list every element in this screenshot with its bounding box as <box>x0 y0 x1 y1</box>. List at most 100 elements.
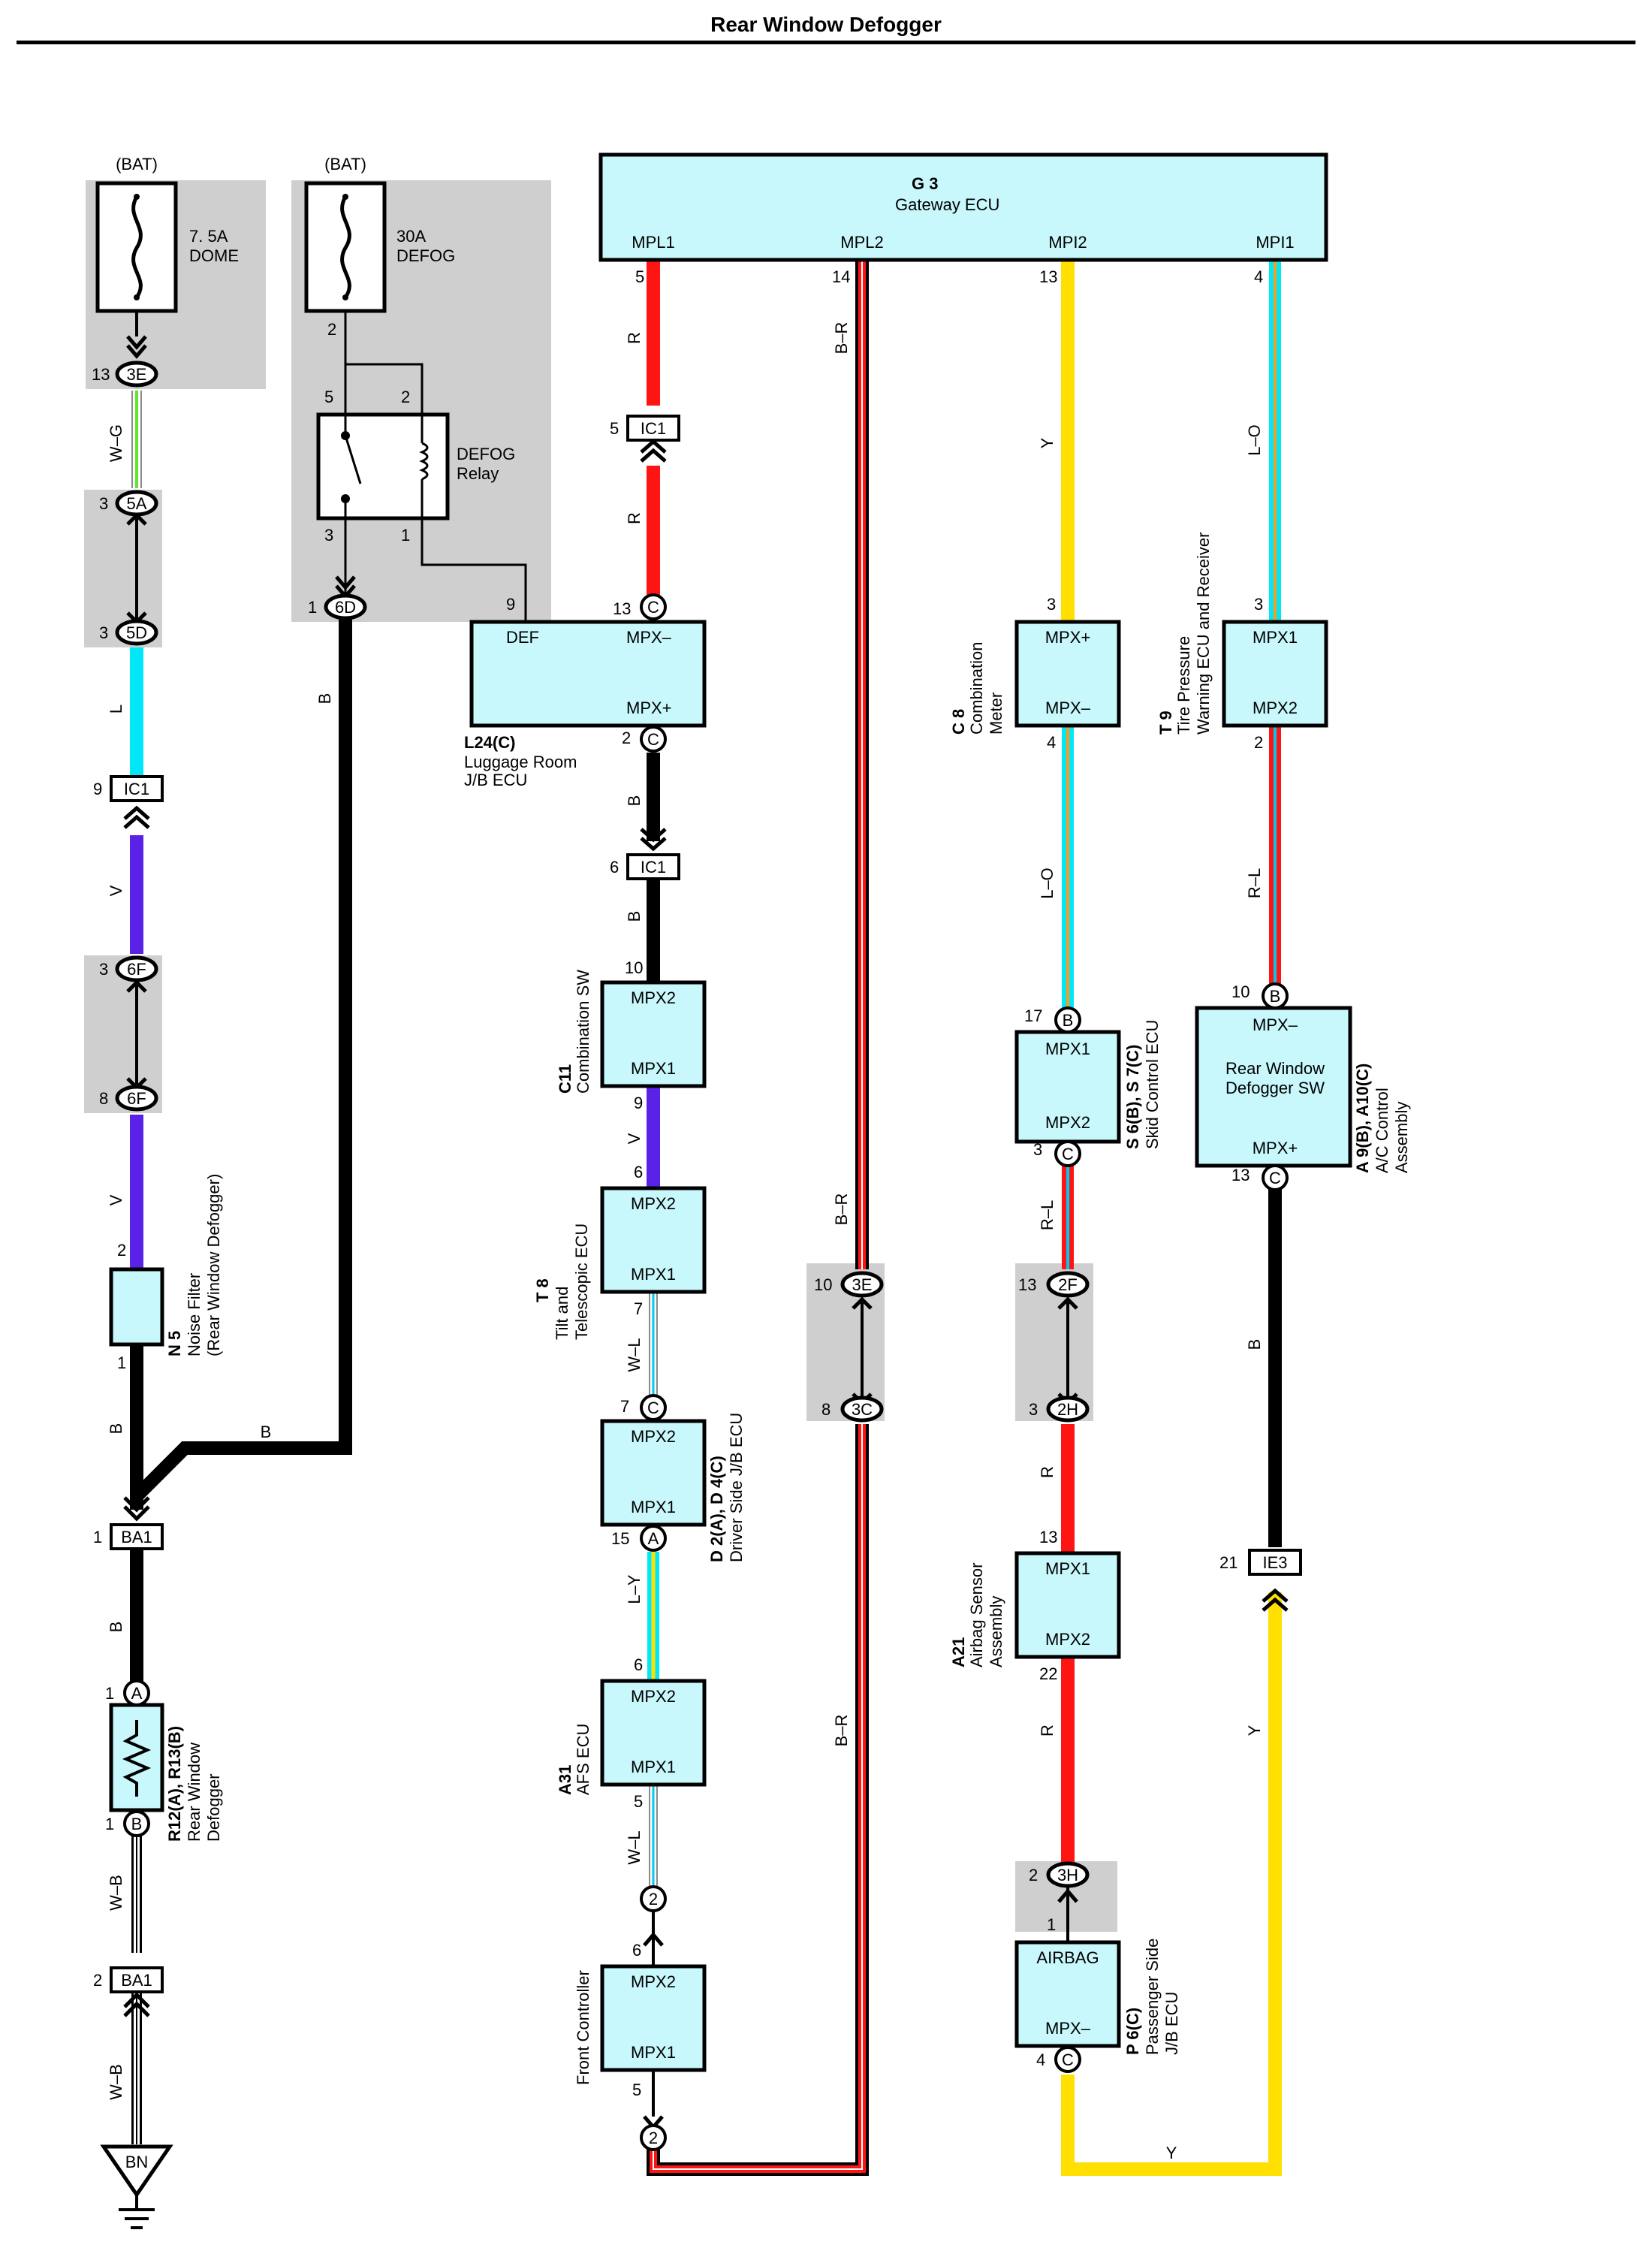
gateway-pin-mpl1: MPL1 <box>632 233 674 252</box>
gateway-pin-mpl2: MPL2 <box>840 233 883 252</box>
connector-c3c: 3C <box>840 1396 884 1423</box>
afs-mpx1: MPX1 <box>631 1758 676 1776</box>
connector-label-cB_skid: B <box>1063 1011 1074 1030</box>
connector-arrows <box>123 335 1289 2130</box>
bat-label-2: (BAT) <box>324 155 366 174</box>
pin-number-p8_3c: 8 <box>821 1400 831 1419</box>
wire-label-wg: W–G <box>107 424 125 462</box>
fuse2-name: DEFOG <box>396 246 455 265</box>
airbag-name2: Assembly <box>987 1596 1005 1667</box>
skid-name: Skid Control ECU <box>1143 1020 1162 1149</box>
connector-ic1_lug: IC1 <box>626 853 680 880</box>
noise-pin-top: 2 <box>117 1241 126 1260</box>
driverjb-id: D 2(A), D 4(C) <box>707 1456 726 1562</box>
connector-cB_rw: B <box>1262 982 1289 1009</box>
luggage-id: L24(C) <box>464 733 515 752</box>
wire-label-v2: V <box>107 1194 125 1205</box>
tire-pressure-warning-ecu <box>1222 620 1328 728</box>
connector-label-c2_a: 2 <box>649 1890 658 1909</box>
pin-number-p3_2h: 3 <box>1029 1400 1038 1419</box>
connector-label-c3e_mid: 3E <box>852 1275 873 1294</box>
luggage-mpxm: MPX– <box>626 628 672 647</box>
relay-pin5: 5 <box>324 388 333 406</box>
connector-label-ic1_mid: IC1 <box>641 419 666 438</box>
luggage-mpxp: MPX+ <box>626 699 672 717</box>
relay-pin1: 1 <box>401 526 410 545</box>
skid-pin-top: 17 <box>1024 1006 1042 1025</box>
wire-label-y_rw: Y <box>1245 1724 1264 1736</box>
wire-label-br3: B–R <box>832 1715 851 1747</box>
connector-c2_b: 2 <box>640 2124 667 2151</box>
skid-id: S 6(B), S 7(C) <box>1123 1045 1142 1149</box>
connector-cC_pass: C <box>1054 2046 1081 2073</box>
combsw-id: C11 <box>556 1064 574 1094</box>
connector-cA_def: A <box>123 1679 150 1706</box>
wire-label-wl_tilt: W–L <box>625 1338 644 1371</box>
tpws-id: T 9 <box>1156 711 1175 735</box>
gateway-name: Gateway ECU <box>895 195 999 214</box>
connector-cA_drv: A <box>640 1525 667 1552</box>
wire-label-ly: L–Y <box>625 1574 644 1604</box>
airbag-pin-top: 13 <box>1039 1528 1057 1546</box>
connector-label-ba1_b: BA1 <box>121 1971 152 1990</box>
front-mpx1: MPX1 <box>631 2043 676 2062</box>
wire-label-rl2: R–L <box>1245 868 1264 898</box>
luggage-def: DEF <box>506 628 539 647</box>
tilt-telescopic-ecu <box>600 1186 707 1294</box>
luggage-pin2: 2 <box>622 729 631 747</box>
gateway-num-1: 5 <box>635 267 644 286</box>
connector-label-c5d: 5D <box>126 623 147 642</box>
wire-label-b_rw: B <box>1245 1339 1264 1350</box>
connector-label-c6f_a: 6F <box>127 960 146 979</box>
def-id: R12(A), R13(B) <box>165 1726 184 1842</box>
gateway-pin-mpi2: MPI2 <box>1048 233 1087 252</box>
ground-symbol <box>100 2144 173 2229</box>
connector-label-cC_skid: C <box>1062 1145 1074 1163</box>
pin-number-p6_ic1: 6 <box>610 858 619 877</box>
wire-label-br1: B–R <box>832 322 851 355</box>
fuse1-name: DOME <box>189 246 239 265</box>
junction-blocks <box>84 180 1117 1932</box>
wire-label-wb2: W–B <box>107 2064 125 2100</box>
relay-name-2: Relay <box>457 464 499 483</box>
airbag-name1: Airbag Sensor <box>967 1563 986 1667</box>
meter-mpxm: MPX– <box>1045 699 1091 717</box>
connector-label-cA_def: A <box>131 1684 143 1703</box>
meter-name1: Combination <box>967 641 986 735</box>
connector-c2_a: 2 <box>640 1885 667 1912</box>
wire-label-b_lug: B <box>625 795 644 807</box>
gateway-num-4: 4 <box>1254 267 1263 286</box>
luggage-jb-ecu <box>469 620 707 728</box>
gateway-pin-mpi1: MPI1 <box>1256 233 1294 252</box>
connector-ba1_b: BA1 <box>110 1966 164 1993</box>
connector-label-cC_drv: C <box>647 1399 659 1417</box>
connector-label-c3c: 3C <box>852 1400 873 1419</box>
wire-label-b_low: B <box>107 1622 125 1633</box>
pin-number-p3_5d: 3 <box>99 623 108 642</box>
noise-name2: (Rear Window Defogger) <box>204 1174 223 1356</box>
noise-name1: Noise Filter <box>185 1273 203 1356</box>
connector-label-c2_b: 2 <box>649 2129 658 2147</box>
airbag-id: A21 <box>949 1637 968 1667</box>
tpws-name2: Warning ECU and Receiver <box>1194 533 1213 735</box>
wire-label-v_comb: V <box>625 1133 644 1144</box>
connector-cC_drv: C <box>640 1394 667 1421</box>
luggage-pin9: 9 <box>506 595 515 614</box>
fuse1-rating: 7. 5A <box>189 227 228 246</box>
wire-label-rl1: R–L <box>1038 1200 1057 1230</box>
meter-id: C 8 <box>949 709 968 735</box>
wire-label-wb1: W–B <box>107 1875 125 1911</box>
combination-sw <box>600 980 707 1088</box>
connector-cC_lug_bot: C <box>640 726 667 753</box>
combsw-name: Combination SW <box>574 970 592 1094</box>
noise-pin-bot: 1 <box>117 1353 126 1372</box>
connector-label-c2f: 2F <box>1058 1275 1078 1294</box>
driverjb-name: Driver Side J/B ECU <box>727 1413 746 1562</box>
connector-cC_skid: C <box>1054 1140 1081 1167</box>
wire-label-br2: B–R <box>832 1193 851 1226</box>
rwsw-pin-bot: 13 <box>1231 1166 1250 1184</box>
front-mpx2: MPX2 <box>631 1972 676 1991</box>
connector-cC_rw: C <box>1262 1164 1289 1191</box>
tilt-mpx1: MPX1 <box>631 1265 676 1284</box>
tpws-name1: Tire Pressure <box>1174 636 1193 735</box>
